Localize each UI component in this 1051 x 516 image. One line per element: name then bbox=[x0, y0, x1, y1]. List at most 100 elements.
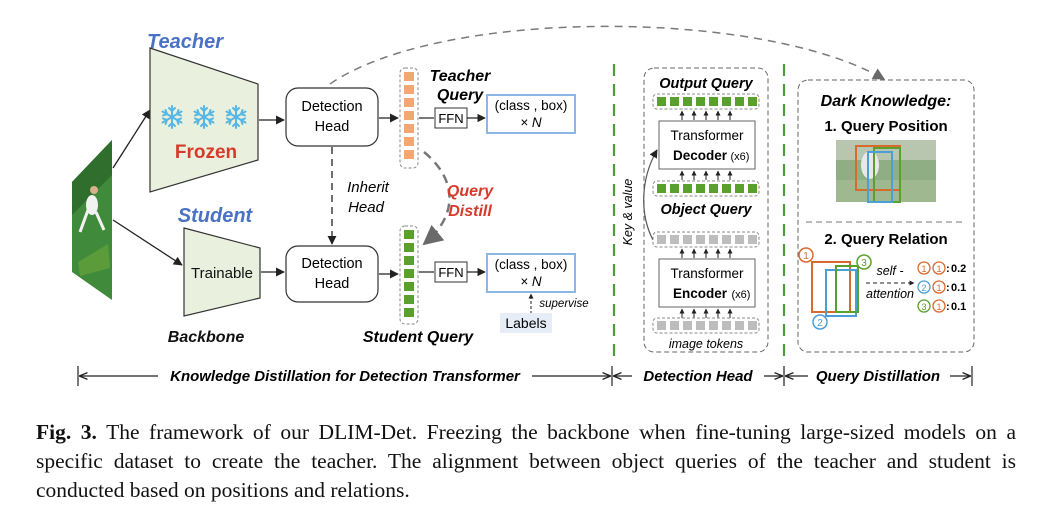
arrow-image-to-student bbox=[112, 219, 183, 266]
teacher-title: Teacher bbox=[147, 31, 224, 53]
decoder-line2: Decoder bbox=[673, 148, 728, 163]
rel-row2-b: 1 bbox=[936, 283, 941, 293]
encoder-output-tokens bbox=[657, 235, 757, 244]
span-kd-label: Knowledge Distillation for Detection Tra… bbox=[170, 368, 521, 385]
student-query-label: Student Query bbox=[363, 329, 474, 346]
query-distill-label-line2: Distill bbox=[448, 203, 492, 220]
teacher-output-line1: (class , box) bbox=[495, 98, 568, 113]
arrow-image-to-teacher bbox=[112, 109, 151, 169]
rel-row1-colon: : bbox=[946, 263, 950, 275]
labels-box bbox=[500, 313, 552, 333]
teacher-query-label-line1: Teacher bbox=[430, 68, 492, 85]
image-tokens-label: image tokens bbox=[669, 337, 743, 351]
object-query-up-arrows bbox=[679, 170, 733, 180]
object-query-row bbox=[652, 180, 760, 197]
query-distill-arrow bbox=[422, 151, 451, 246]
teacher-query-tokens bbox=[404, 72, 414, 159]
relation-row-3: 3 1 : 0.1 bbox=[917, 299, 966, 313]
encoder-line1: Transformer bbox=[670, 266, 744, 281]
trainable-label: Trainable bbox=[191, 265, 253, 282]
backbone-label: Backbone bbox=[168, 329, 245, 346]
decoder-count: (x6) bbox=[731, 151, 750, 163]
circle-3-icon: 3 bbox=[856, 254, 872, 270]
circle-2-icon: 2 bbox=[812, 314, 828, 330]
student-head-line1: Detection bbox=[301, 256, 362, 272]
key-value-arrow bbox=[643, 149, 658, 241]
student-query-tokens bbox=[404, 230, 414, 317]
rel-row3-value: 0.1 bbox=[951, 301, 966, 313]
output-query-label: Output Query bbox=[659, 76, 753, 92]
student-ffn-label: FFN bbox=[438, 265, 463, 280]
key-value-label: Key & value bbox=[621, 179, 635, 246]
figure-caption: Fig. 3. The framework of our DLIM-Det. F… bbox=[36, 418, 1016, 505]
image-token-up-arrows bbox=[679, 308, 733, 318]
rel-row1-a: 1 bbox=[921, 264, 926, 274]
query-distill-label-line1: Query bbox=[447, 183, 494, 200]
encoder-up-arrows bbox=[679, 248, 733, 258]
framework-figure: Teacher Frozen Student Trainable Backbon… bbox=[72, 25, 975, 386]
query-position-label: 1. Query Position bbox=[824, 118, 947, 135]
labels-text: Labels bbox=[505, 315, 546, 331]
relation-box-orange bbox=[811, 261, 851, 313]
caption-label: Fig. 3. bbox=[36, 420, 97, 444]
transformer-decoder bbox=[658, 120, 756, 170]
decoder-up-arrows bbox=[679, 110, 733, 120]
frozen-label: Frozen bbox=[175, 142, 237, 163]
object-query-label: Object Query bbox=[660, 202, 752, 218]
rel-row1-b: 1 bbox=[936, 264, 941, 274]
dark-knowledge-title: Dark Knowledge: bbox=[821, 93, 952, 110]
circle-1-icon: 1 bbox=[798, 247, 814, 263]
rel-row2-colon: : bbox=[946, 282, 950, 294]
teacher-detection-head bbox=[285, 87, 379, 147]
student-title: Student bbox=[178, 205, 254, 227]
span-qd-label: Query Distillation bbox=[816, 368, 940, 385]
encoder-count: (x6) bbox=[732, 289, 751, 301]
caption-text: The framework of our DLIM-Det. Freezing … bbox=[36, 420, 1016, 502]
rel-row2-value: 0.1 bbox=[951, 282, 966, 294]
teacher-output-line2: × N bbox=[520, 115, 542, 130]
teacher-head-line1: Detection bbox=[301, 99, 362, 115]
transformer-encoder bbox=[658, 258, 756, 308]
relation-box-green bbox=[835, 265, 859, 313]
encoder-output-row bbox=[652, 231, 760, 248]
student-detection-head bbox=[285, 245, 379, 303]
student-backbone bbox=[183, 227, 261, 317]
span-dh-label: Detection Head bbox=[643, 368, 753, 385]
encoder-line2: Encoder bbox=[673, 286, 728, 301]
decoder-line1: Transformer bbox=[670, 128, 744, 143]
image-tokens bbox=[657, 321, 757, 330]
teacher-ffn-label: FFN bbox=[438, 111, 463, 126]
teacher-query-label-line2: Query bbox=[437, 87, 484, 104]
circle-3-text: 3 bbox=[861, 258, 867, 269]
object-query-tokens bbox=[657, 184, 757, 193]
rel-row3-b: 1 bbox=[936, 302, 941, 312]
student-head-line2: Head bbox=[315, 276, 350, 292]
supervise-label: supervise bbox=[539, 298, 588, 310]
relation-box-blue bbox=[825, 269, 857, 317]
relation-row-1: 1 1 : 0.2 bbox=[917, 261, 966, 275]
output-query-row bbox=[652, 93, 760, 110]
self-attention-line2: attention bbox=[866, 287, 914, 301]
query-position-image bbox=[836, 140, 936, 203]
relation-row-2: 2 1 : 0.1 bbox=[917, 280, 966, 294]
query-relation-label: 2. Query Relation bbox=[824, 231, 947, 248]
rel-row2-a: 2 bbox=[921, 283, 926, 293]
rel-row3-a: 3 bbox=[921, 302, 926, 312]
image-token-row bbox=[652, 317, 760, 334]
student-output-line2: × N bbox=[520, 274, 542, 289]
student-output-line1: (class , box) bbox=[495, 257, 568, 272]
rel-row3-colon: : bbox=[946, 301, 950, 313]
inherit-label-line2: Head bbox=[348, 199, 385, 216]
teacher-head-line2: Head bbox=[315, 119, 350, 135]
input-image bbox=[72, 140, 112, 300]
teacher-output-box bbox=[486, 94, 576, 134]
dark-knowledge-curve bbox=[329, 25, 886, 85]
blue-box bbox=[867, 151, 893, 203]
circle-1-text: 1 bbox=[803, 251, 809, 262]
self-attention-line1: self - bbox=[876, 264, 903, 278]
rel-row1-value: 0.2 bbox=[951, 263, 966, 275]
student-output-box bbox=[486, 253, 576, 293]
inherit-label-line1: Inherit bbox=[347, 179, 390, 196]
framework-diagram: Teacher Frozen Student Trainable Backbon… bbox=[72, 25, 975, 386]
output-query-tokens bbox=[657, 97, 757, 106]
